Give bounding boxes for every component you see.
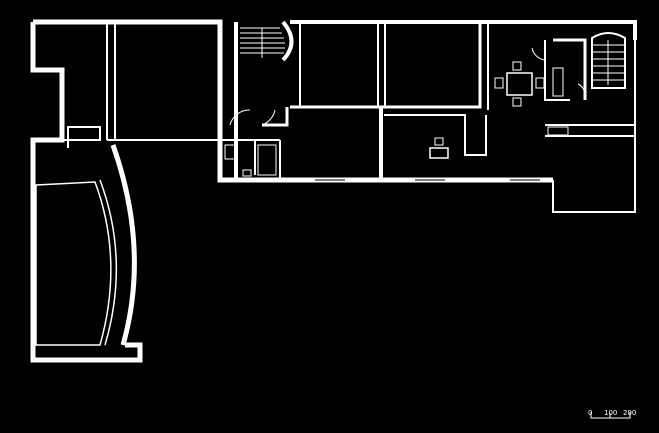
chair (512, 61, 522, 71)
interior-walls (33, 22, 635, 180)
dining-table (506, 72, 533, 96)
toilet (224, 144, 236, 160)
scale-label-200: 200 (623, 409, 636, 417)
staircase-left (240, 20, 294, 62)
chair (535, 77, 545, 89)
doors (229, 47, 586, 126)
stove (547, 126, 569, 136)
sink (242, 169, 252, 177)
chair (512, 97, 522, 107)
scale-label-100: 100 (604, 409, 617, 417)
desk (429, 147, 449, 159)
desk-chair (434, 137, 444, 146)
staircase-right (591, 32, 626, 89)
scale-bar: 0 100 200 (588, 409, 636, 419)
counter (552, 67, 564, 97)
chair (494, 77, 504, 89)
scale-label-0: 0 (588, 409, 592, 417)
furniture (224, 61, 569, 177)
curved-wall (35, 144, 137, 346)
bathtub (257, 144, 277, 176)
